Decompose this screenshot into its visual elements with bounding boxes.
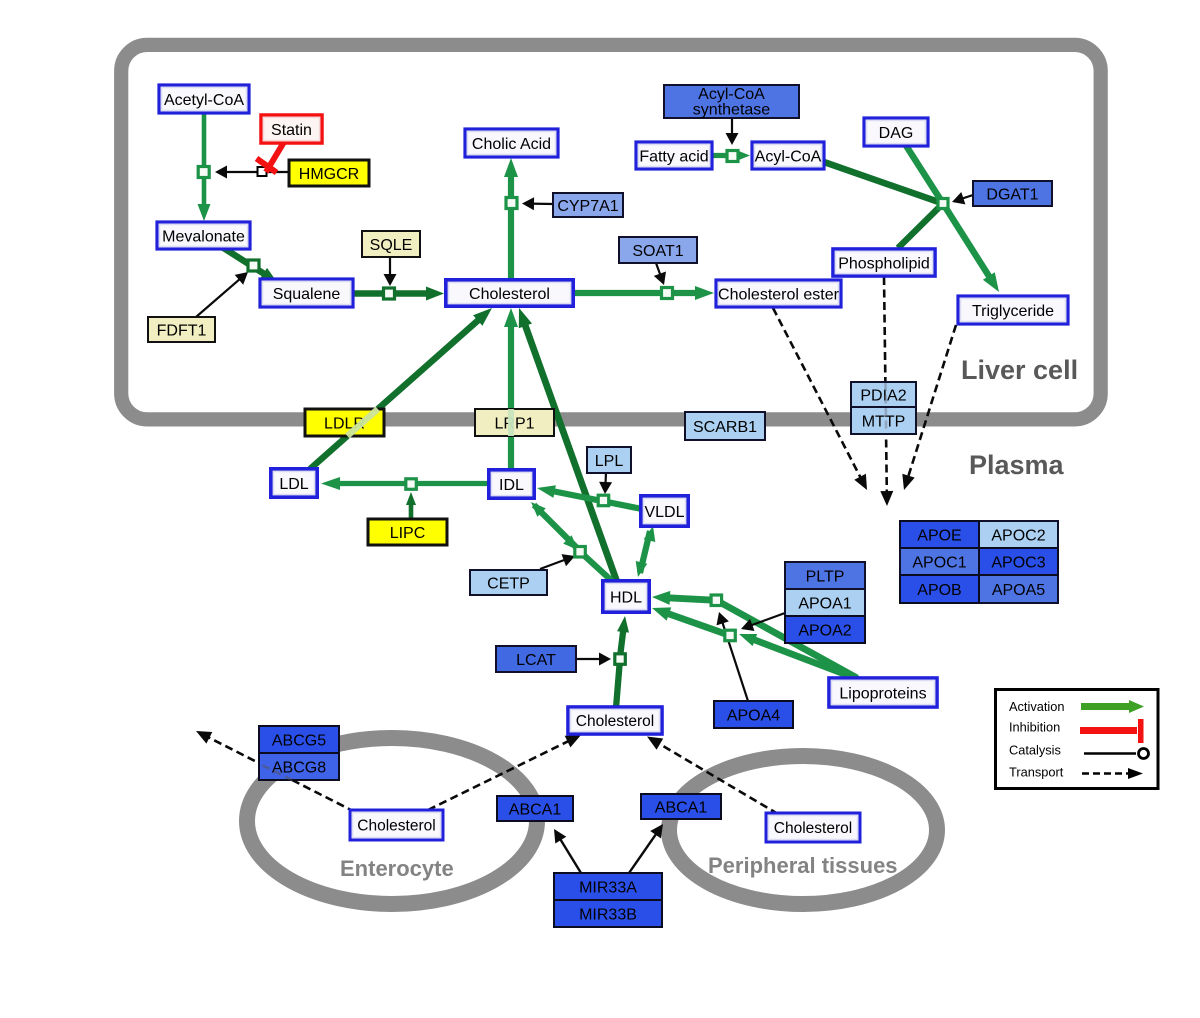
svg-text:VLDL: VLDL <box>644 504 684 521</box>
svg-text:APOC1: APOC1 <box>912 554 966 571</box>
svg-text:Liver cell: Liver cell <box>961 355 1078 385</box>
svg-text:ABCG5: ABCG5 <box>272 732 326 749</box>
svg-text:PLTP: PLTP <box>806 568 845 585</box>
svg-text:SQLE: SQLE <box>370 237 413 254</box>
svg-text:MIR33B: MIR33B <box>579 906 637 923</box>
svg-text:Catalysis: Catalysis <box>1009 743 1061 758</box>
svg-text:APOA2: APOA2 <box>798 622 851 639</box>
svg-text:APOB: APOB <box>917 582 961 599</box>
svg-text:Cholesterol ester: Cholesterol ester <box>718 286 840 303</box>
svg-text:SCARB1: SCARB1 <box>693 419 757 436</box>
svg-text:APOA4: APOA4 <box>727 707 780 724</box>
svg-text:LIPC: LIPC <box>390 525 426 542</box>
svg-text:Triglyceride: Triglyceride <box>972 303 1054 320</box>
svg-text:Lipoproteins: Lipoproteins <box>839 685 926 702</box>
svg-text:PDIA2: PDIA2 <box>860 387 906 404</box>
svg-text:Cholesterol: Cholesterol <box>774 820 852 837</box>
svg-text:Fatty acid: Fatty acid <box>639 148 708 165</box>
svg-text:IDL: IDL <box>499 477 524 494</box>
svg-text:Cholesterol: Cholesterol <box>576 713 654 730</box>
svg-text:Squalene: Squalene <box>273 286 341 303</box>
svg-text:Acyl-CoA: Acyl-CoA <box>698 86 765 103</box>
svg-text:Statin: Statin <box>271 122 312 139</box>
svg-text:APOA1: APOA1 <box>798 595 851 612</box>
svg-text:DGAT1: DGAT1 <box>986 186 1038 203</box>
svg-text:Peripheral tissues: Peripheral tissues <box>708 853 898 878</box>
svg-text:APOC2: APOC2 <box>991 527 1045 544</box>
svg-text:APOA5: APOA5 <box>992 582 1045 599</box>
svg-text:LRP1: LRP1 <box>494 415 534 432</box>
svg-text:Plasma: Plasma <box>969 450 1065 480</box>
svg-text:FDFT1: FDFT1 <box>157 322 207 339</box>
svg-text:CYP7A1: CYP7A1 <box>557 198 618 215</box>
svg-text:Inhibition: Inhibition <box>1009 720 1060 735</box>
svg-text:MIR33A: MIR33A <box>579 879 637 896</box>
svg-text:Activation: Activation <box>1009 699 1064 714</box>
svg-text:DAG: DAG <box>879 125 914 142</box>
svg-text:APOC3: APOC3 <box>991 554 1045 571</box>
svg-text:ABCA1: ABCA1 <box>655 799 708 816</box>
svg-text:MTTP: MTTP <box>862 413 906 430</box>
svg-text:SOAT1: SOAT1 <box>632 243 683 260</box>
svg-text:Transport: Transport <box>1009 765 1064 780</box>
svg-text:Acyl-CoA: Acyl-CoA <box>755 148 822 165</box>
svg-text:HDL: HDL <box>610 589 642 606</box>
svg-text:APOE: APOE <box>917 527 961 544</box>
svg-text:Cholic Acid: Cholic Acid <box>472 136 551 153</box>
svg-text:Enterocyte: Enterocyte <box>340 856 454 881</box>
svg-text:Mevalonate: Mevalonate <box>162 228 245 245</box>
svg-text:Acetyl-CoA: Acetyl-CoA <box>164 92 244 109</box>
svg-text:LCAT: LCAT <box>516 652 556 669</box>
svg-text:Cholesterol: Cholesterol <box>469 286 550 303</box>
svg-text:ABCA1: ABCA1 <box>509 801 562 818</box>
svg-text:synthetase: synthetase <box>693 102 770 119</box>
svg-text:LDL: LDL <box>279 476 308 493</box>
svg-text:Cholesterol: Cholesterol <box>357 818 435 835</box>
svg-text:CETP: CETP <box>487 575 530 592</box>
svg-text:HMGCR: HMGCR <box>299 166 359 183</box>
svg-text:LPL: LPL <box>595 453 624 470</box>
svg-text:Phospholipid: Phospholipid <box>838 255 930 272</box>
